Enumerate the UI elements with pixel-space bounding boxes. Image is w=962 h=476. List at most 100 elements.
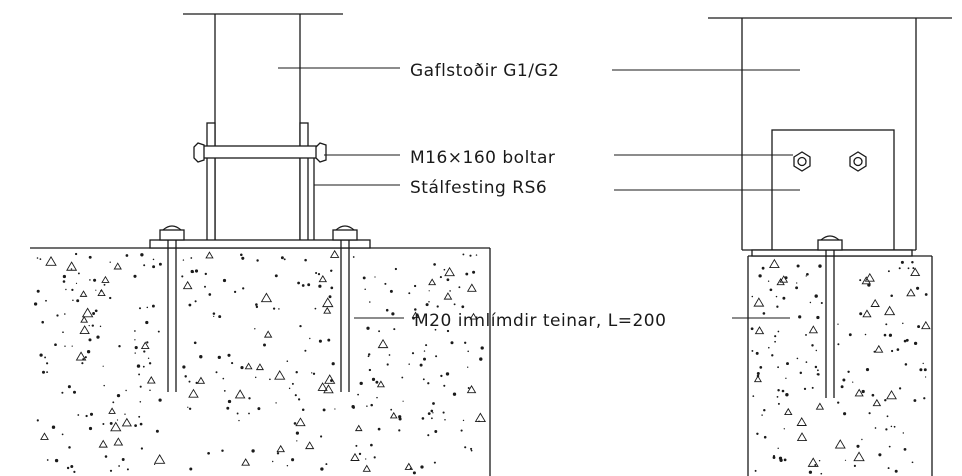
concrete-speck [357, 393, 359, 396]
aggregate-mark [354, 424, 363, 432]
concrete-speck [86, 350, 91, 354]
right-steel-bracket [751, 129, 913, 257]
concrete-speck [398, 429, 401, 432]
concrete-speck [856, 444, 860, 448]
concrete-speck [67, 385, 71, 389]
concrete-speck [776, 305, 779, 308]
concrete-speck [433, 461, 436, 464]
concrete-speck [364, 288, 366, 290]
concrete-speck [818, 264, 822, 268]
concrete-speck [125, 254, 129, 257]
concrete-speck [362, 276, 366, 280]
concrete-speck [56, 314, 59, 317]
concrete-speck [464, 341, 467, 344]
concrete-speck [71, 288, 74, 292]
concrete-speck [761, 266, 765, 270]
aggregate-mark [263, 330, 273, 338]
concrete-speck [864, 333, 867, 336]
concrete-speck [419, 363, 423, 367]
concrete-speck [898, 267, 901, 270]
concrete-speck [255, 305, 259, 309]
concrete-speck [843, 412, 847, 416]
concrete-speck [269, 378, 271, 381]
concrete-speck [142, 365, 145, 368]
aggregate-mark [466, 283, 477, 292]
aggregate-mark [753, 297, 765, 307]
concrete-speck [46, 362, 49, 365]
concrete-speck [134, 339, 136, 341]
column-label: Gaflstoðir G1/G2 [410, 61, 559, 81]
concrete-speck [411, 352, 415, 355]
aggregate-mark [753, 375, 762, 383]
concrete-speck [138, 373, 141, 376]
concrete-speck [902, 322, 904, 325]
concrete-speck [39, 353, 43, 357]
concrete-speck [420, 465, 424, 469]
concrete-speck [763, 435, 767, 439]
concrete-speck [153, 463, 156, 466]
aggregate-mark [469, 312, 478, 320]
aggregate-mark [466, 385, 477, 394]
concrete-speck [288, 387, 291, 390]
concrete-speck [408, 363, 410, 365]
aggregate-mark [276, 444, 285, 453]
concrete-speck [189, 467, 193, 471]
concrete-speck [413, 284, 417, 288]
bracket-label: Stálfesting RS6 [410, 178, 547, 198]
concrete-speck [859, 312, 863, 316]
aggregate-mark [101, 275, 110, 283]
aggregate-mark [862, 309, 872, 318]
concrete-speck [134, 424, 137, 427]
concrete-speck [847, 370, 850, 373]
concrete-speck [109, 421, 113, 425]
concrete-speck [402, 400, 404, 402]
concrete-speck [304, 349, 307, 352]
aggregate-mark [318, 274, 328, 283]
concrete-speck [431, 417, 433, 420]
concrete-speck [334, 408, 336, 410]
concrete-speck [70, 465, 74, 468]
concrete-speck [81, 362, 84, 365]
concrete-speck [385, 308, 389, 312]
concrete-speck [77, 272, 80, 275]
concrete-speck [73, 470, 76, 473]
concrete-speck [312, 372, 316, 375]
concrete-speck [242, 287, 245, 290]
aggregate-mark [75, 351, 87, 361]
concrete-speck [139, 385, 142, 388]
concrete-speck [146, 341, 149, 344]
concrete-speck [412, 471, 416, 475]
concrete-speck [280, 256, 284, 260]
concrete-speck [389, 289, 393, 293]
concrete-speck [263, 343, 266, 347]
aggregate-mark [45, 255, 57, 266]
concrete-speck [796, 264, 800, 268]
concrete-speck [893, 425, 896, 428]
concrete-speck [452, 392, 457, 396]
concrete-speck [751, 295, 754, 298]
concrete-speck [315, 271, 318, 275]
aggregate-mark [260, 292, 273, 303]
concrete-speck [46, 459, 49, 461]
concrete-speck [902, 432, 904, 434]
concrete-speck [432, 402, 435, 405]
concrete-speck [795, 286, 799, 290]
concrete-speck [423, 357, 426, 361]
concrete-speck [217, 355, 221, 360]
concrete-speck [777, 402, 780, 405]
concrete-speck [66, 466, 70, 470]
concrete-speck [297, 398, 301, 401]
concrete-speck [93, 278, 97, 282]
concrete-speck [378, 330, 381, 333]
concrete-speck [272, 460, 274, 463]
concrete-speck [761, 414, 763, 416]
concrete-speck [109, 261, 111, 263]
concrete-speck [241, 256, 245, 260]
concrete-speck [138, 307, 142, 310]
concrete-speck [254, 376, 257, 379]
concrete-speck [136, 364, 141, 368]
concrete-speck [248, 397, 251, 400]
concrete-speck [859, 279, 862, 282]
aggregate-mark [853, 451, 865, 462]
anchors-label: M20 innlímdir teinar, L=200 [414, 311, 666, 331]
